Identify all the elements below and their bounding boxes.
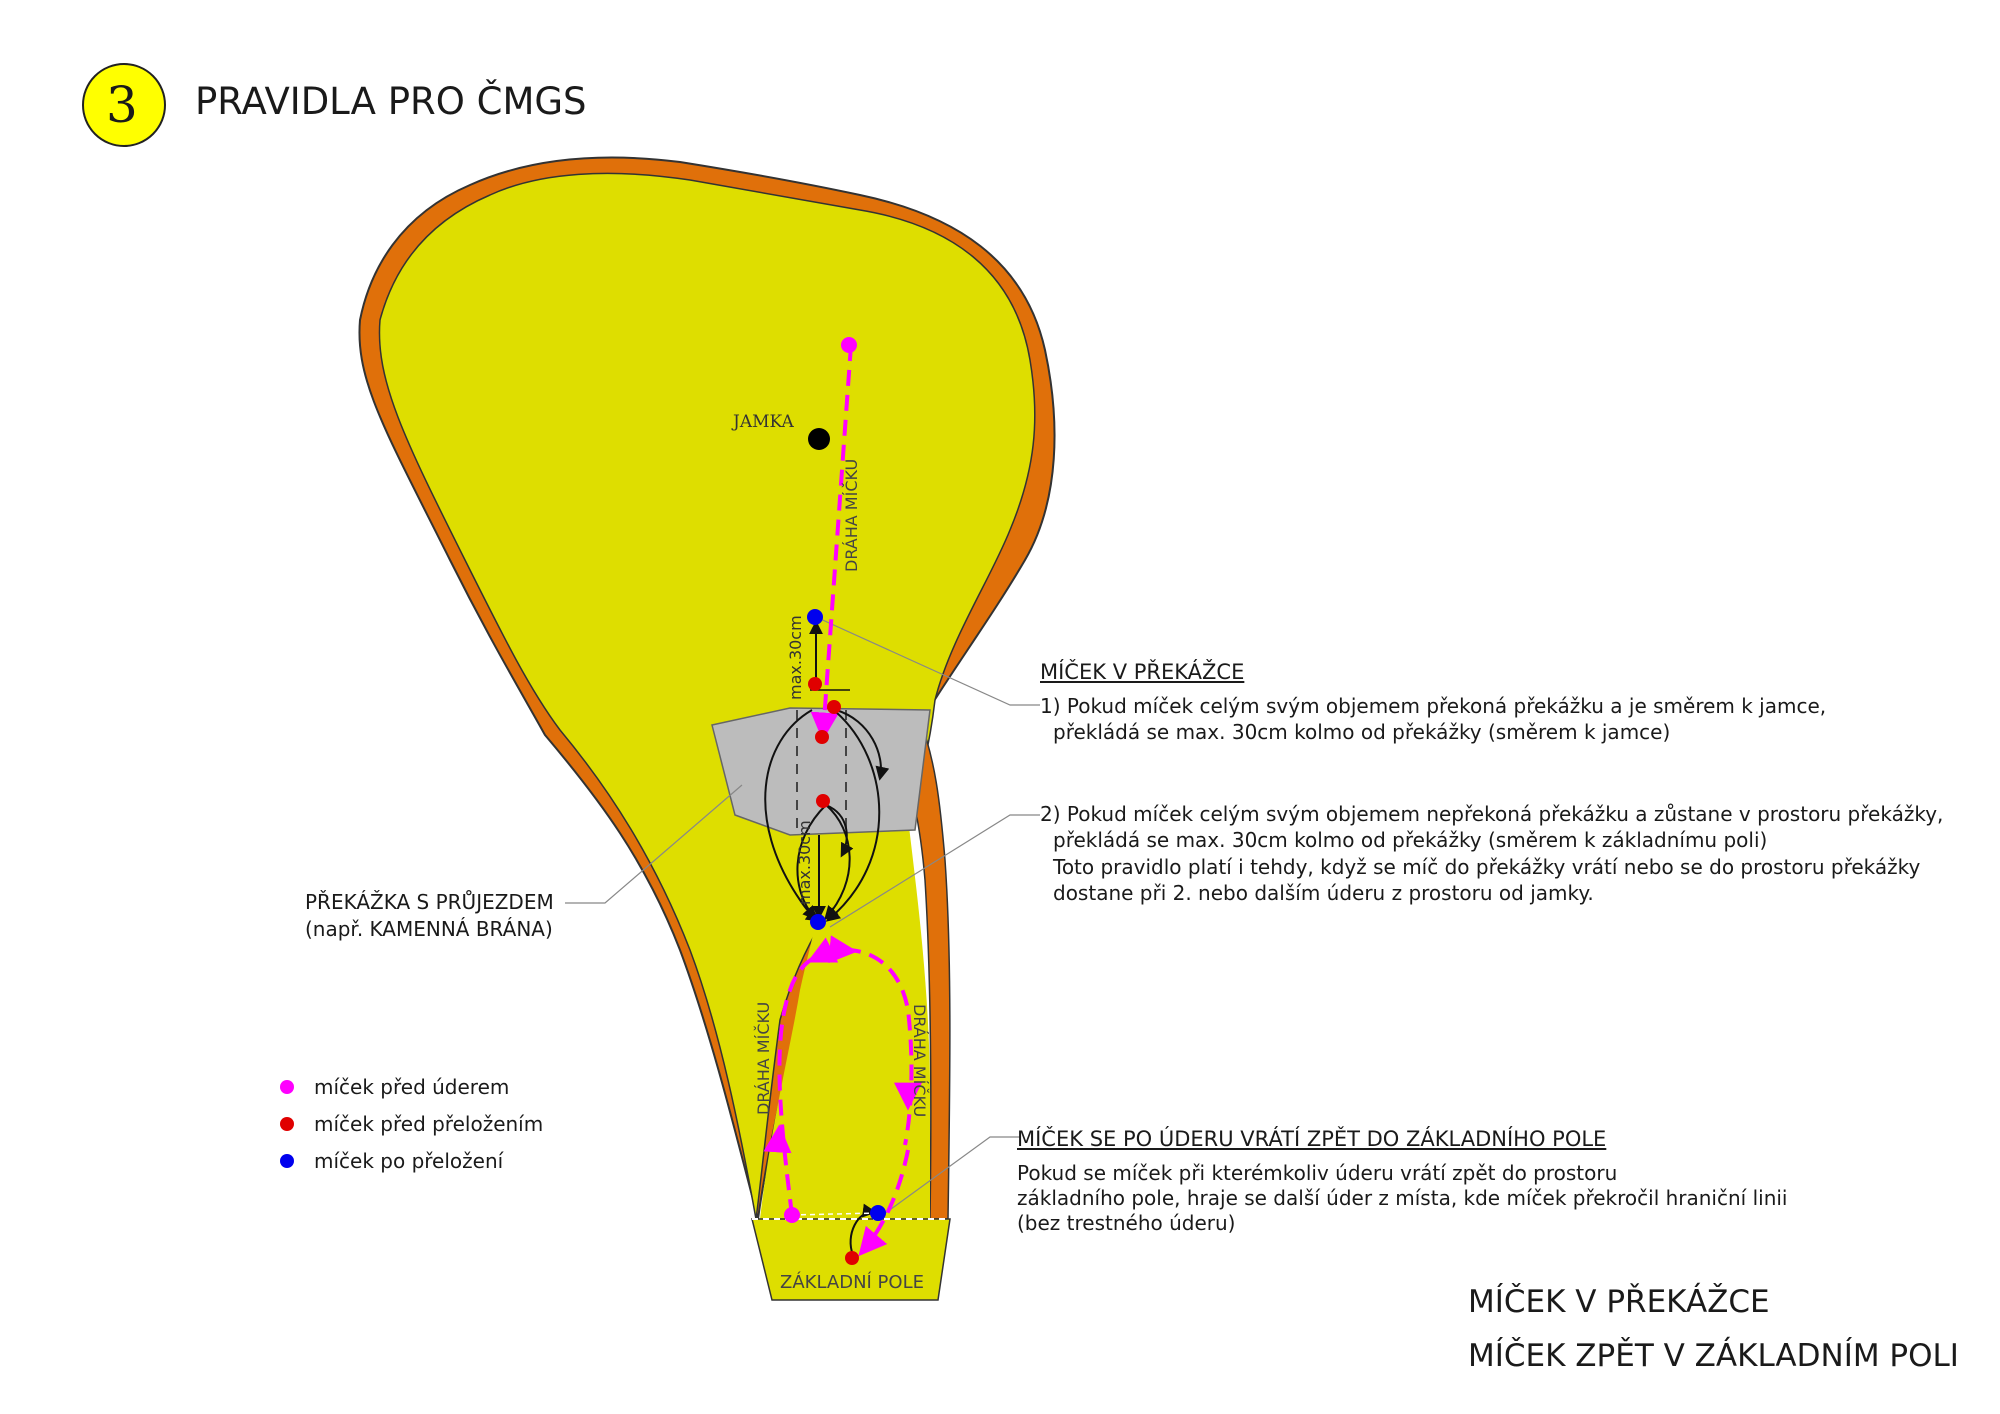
legend-dot-before-stroke (280, 1080, 294, 1094)
ball-before-move (816, 794, 830, 808)
ball-path-loop (777, 947, 914, 1216)
max-label-lower: max.30cm (795, 820, 814, 905)
ball-before-move (808, 677, 822, 691)
rule-obstacle-title: MÍČEK V PŘEKÁŽCE (1040, 660, 1245, 684)
obstacle-arrow-6 (796, 804, 827, 921)
ball-before-move (815, 730, 829, 744)
path-label-left: DRÁHA MÍČKU (754, 1002, 773, 1115)
page-title: PRAVIDLA PRO ČMGS (195, 80, 587, 123)
bottom-title-1: MÍČEK V PŘEKÁŽCE (1468, 1284, 1770, 1320)
loop-arrow-top (828, 935, 858, 964)
obstacle-arrow-3 (825, 711, 881, 922)
obstacle-label-line1: PŘEKÁŽKA S PRŮJEZDEM (305, 890, 554, 914)
obstacle-label-line2: (např. KAMENNÁ BRÁNA) (305, 917, 553, 941)
rule-base-line3: (bez trestného úderu) (1017, 1211, 1236, 1235)
ball-before-stroke (784, 1207, 800, 1223)
legend-dot-after-move (280, 1154, 294, 1168)
obstacle-arrow-1 (835, 709, 890, 781)
rule1-line1: 1) Pokud míček celým svým objemem překon… (1040, 694, 1827, 718)
base-field-label: ZÁKLADNÍ POLE (780, 1271, 924, 1293)
legend-label-before-stroke: míček před úderem (314, 1075, 510, 1099)
rule1-line2: překládá se max. 30cm kolmo od překážky … (1053, 720, 1671, 744)
ball-after-move (810, 914, 826, 930)
rule2-line1: 2) Pokud míček celým svým objemem nepřek… (1040, 802, 1944, 826)
ball-before-move (827, 700, 841, 714)
ball-path-upper (810, 344, 853, 741)
leader-rule1 (815, 616, 1040, 706)
ball-path-return (858, 1149, 910, 1257)
path-label-upper: DRÁHA MÍČKU (842, 459, 861, 572)
loop-arrow-top-left (806, 937, 839, 963)
bottom-title-2: MÍČEK ZPĚT V ZÁKLADNÍM POLI (1468, 1338, 1959, 1374)
rule2-line4: dostane při 2. nebo dalším úderu z prost… (1053, 881, 1594, 905)
leader-rule2 (829, 814, 1040, 928)
ball-after-move (870, 1205, 886, 1221)
rule-base-line2: základního pole, hraje se další úder z m… (1017, 1186, 1788, 1210)
rule2-line2: překládá se max. 30cm kolmo od překážky … (1053, 828, 1768, 852)
badge-circle (82, 63, 166, 147)
rule2-line3: Toto pravidlo platí i tehdy, když se míč… (1053, 855, 1921, 879)
base-return-arrow (849, 1203, 877, 1256)
rule-base-line1: Pokud se míček při kterémkoliv úderu vrá… (1017, 1161, 1618, 1185)
legend-label-before-move: míček před přeložením (314, 1112, 544, 1136)
ball-before-move (845, 1251, 859, 1265)
hole (808, 428, 830, 450)
rule-base-title: MÍČEK SE PO ÚDERU VRÁTÍ ZPĚT DO ZÁKLADNÍ… (1017, 1127, 1607, 1151)
hole-label: JAMKA (731, 412, 795, 432)
ball-before-stroke (841, 337, 857, 353)
leader-obstacle (565, 784, 743, 904)
obstacle-arrow-4 (825, 804, 854, 858)
legend-label-after-move: míček po přeložení (314, 1149, 504, 1173)
loop-arrow-up (763, 1124, 792, 1154)
leader-base (879, 1136, 1020, 1218)
obstacle-arrow-5 (824, 804, 851, 921)
path-label-right: DRÁHA MÍČKU (910, 1004, 929, 1117)
badge-number: 3 (106, 76, 138, 134)
max-label-upper: max.30cm (786, 615, 805, 700)
ball-after-move (807, 609, 823, 625)
legend-dot-before-move (280, 1117, 294, 1131)
obstacle-gate (711, 707, 931, 836)
